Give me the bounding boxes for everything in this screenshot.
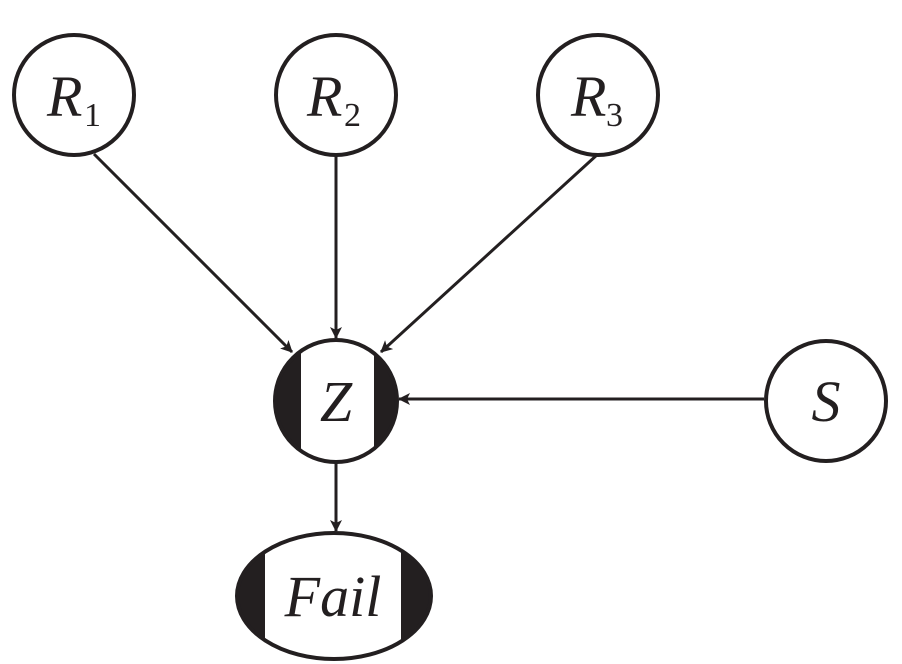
node-r2-subscript: 2 — [344, 97, 361, 134]
node-r2: R 2 — [274, 33, 398, 157]
node-z-label: Z — [320, 369, 353, 434]
node-r3: R 3 — [536, 33, 660, 157]
node-r1-label: R — [46, 64, 82, 129]
node-fail: Fail — [235, 531, 433, 661]
node-r3-subscript: 3 — [606, 97, 623, 134]
edges — [92, 152, 764, 532]
edge-r1-to-z — [92, 152, 294, 354]
node-r3-label: R — [570, 64, 606, 129]
node-fail-label: Fail — [284, 564, 382, 629]
edge-r3-to-z — [379, 152, 600, 354]
node-s-label: S — [812, 369, 841, 434]
node-r2-label: R — [306, 64, 342, 129]
node-r1-subscript: 1 — [84, 97, 101, 134]
node-r1: R 1 — [12, 33, 136, 157]
node-s: S — [764, 339, 888, 463]
node-z-shade-right — [374, 340, 397, 462]
node-z: Z — [273, 338, 399, 464]
